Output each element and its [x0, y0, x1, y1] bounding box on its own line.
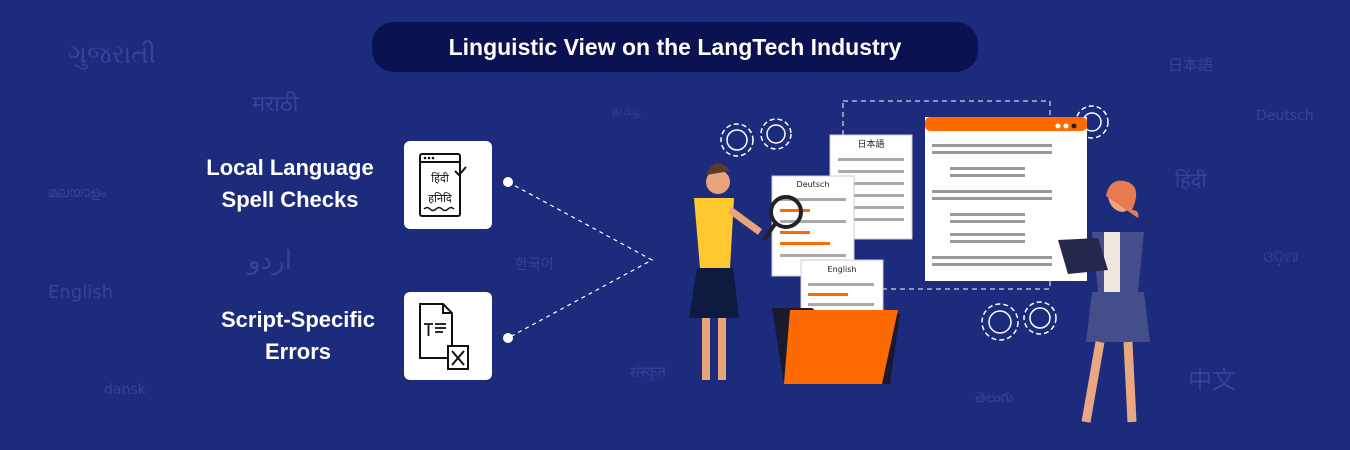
watermark-korean: 한국어 [515, 257, 554, 273]
code-window [925, 117, 1087, 281]
feature-line: Script-Specific [220, 307, 376, 332]
watermark-malayalam: മലയാളം [48, 185, 107, 201]
feature-line: Local Language [206, 155, 374, 180]
word-correct: हिंदी [431, 172, 449, 185]
watermark-sanskrit: संस्कृत [630, 363, 667, 381]
svg-text:日本語: 日本語 [857, 138, 884, 150]
watermark-urdu: اردو [248, 246, 292, 276]
watermark-german: Deutsch [1256, 108, 1314, 124]
folder-icon [772, 308, 900, 384]
feature-line: Errors [264, 339, 332, 364]
watermark-chinese: 中文 [1188, 366, 1236, 394]
watermark-telugu: తెలుగు [975, 390, 1014, 406]
magnifier-icon [762, 195, 803, 242]
svg-text:Deutsch: Deutsch [797, 180, 830, 189]
hindi-spellcheck-icon: हिंदी हनिदि [404, 141, 492, 229]
watermark-marathi: मराठी [252, 92, 299, 117]
feature-label-spell-checks: Local Language Spell Checks [190, 152, 390, 216]
document-error-icon [404, 292, 492, 380]
word-wrong: हनिदि [428, 192, 452, 205]
connector-dot [503, 333, 513, 343]
connector-dot [503, 177, 513, 187]
page-title: Linguistic View on the LangTech Industry [372, 22, 978, 72]
svg-text:English: English [828, 265, 857, 274]
person-right [1058, 180, 1150, 423]
watermark-gujarati: ગુજરાતી [68, 40, 157, 70]
watermark-odia: ଓଡ଼ିଆ [1263, 248, 1299, 266]
person-left [689, 162, 763, 380]
watermark-danish: dansk [104, 382, 146, 398]
feature-label-script-errors: Script-Specific Errors [198, 304, 398, 368]
feature-line: Spell Checks [221, 187, 359, 212]
connector-lines [507, 181, 654, 339]
watermark-japanese: 日本語 [1168, 56, 1214, 74]
watermark-hindi: हिंदी [1175, 168, 1207, 192]
watermark-tamil: தமிழ் [612, 104, 642, 118]
watermark-english: English [48, 282, 113, 303]
